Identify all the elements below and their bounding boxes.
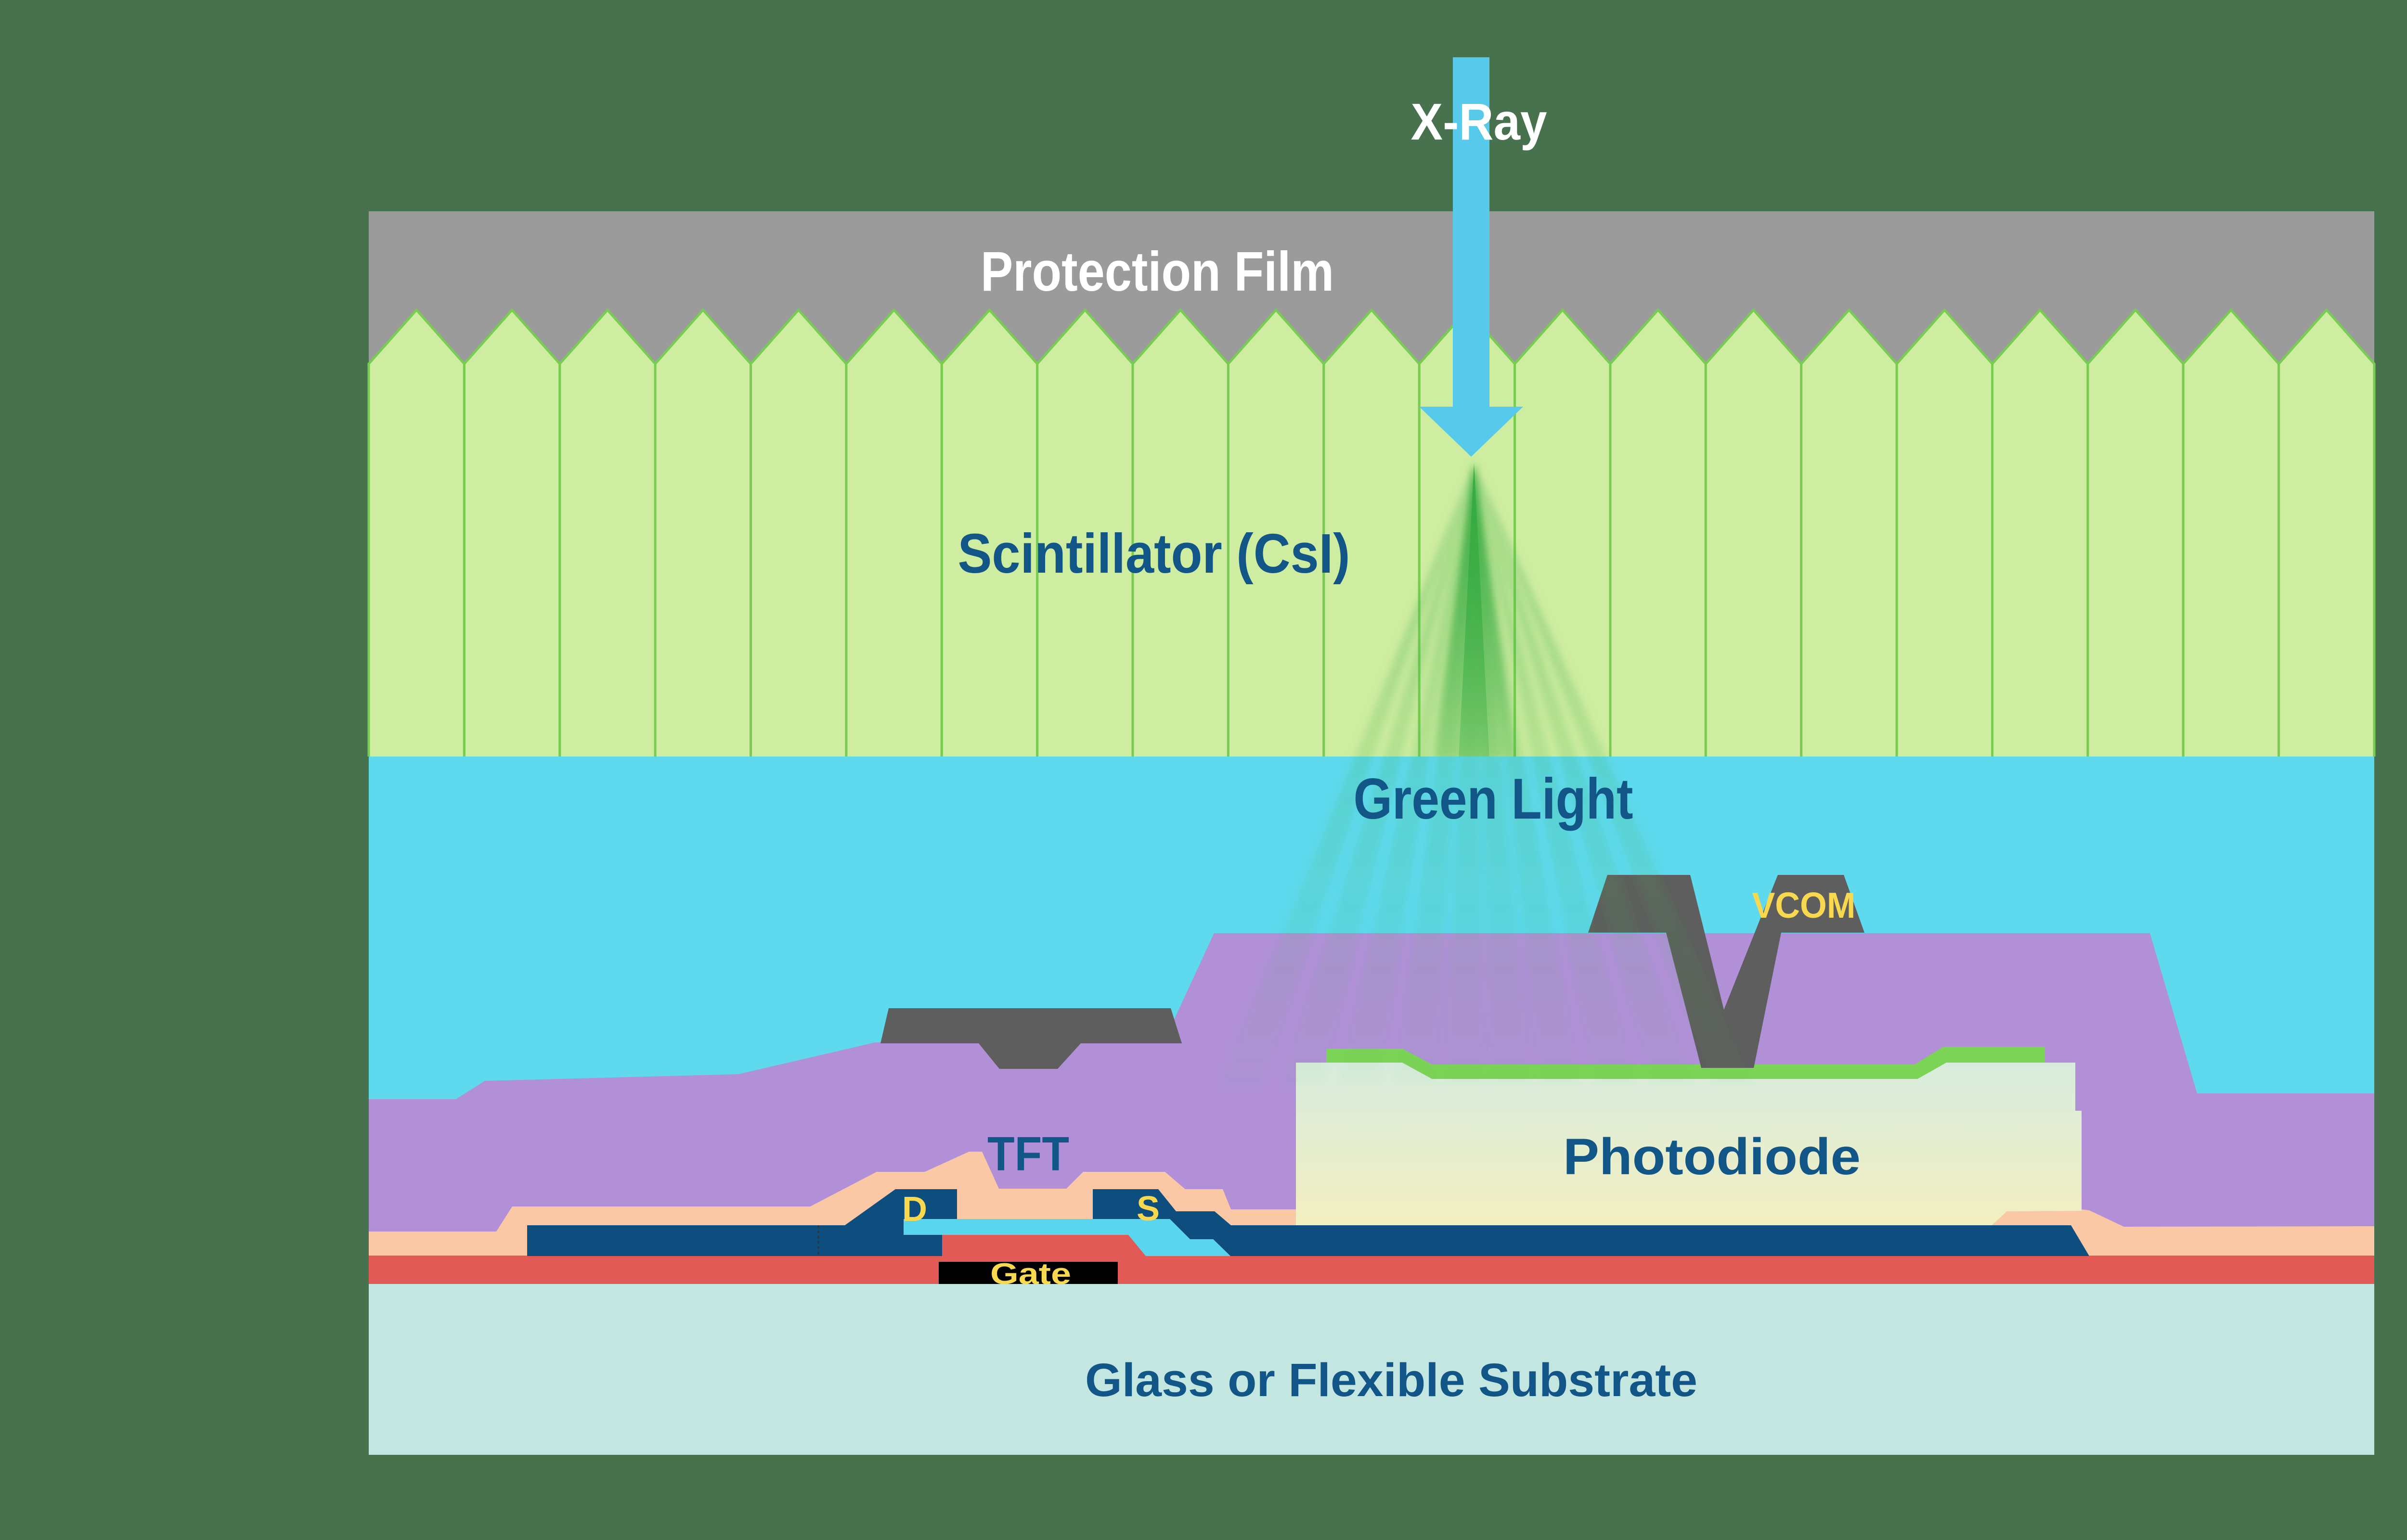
svg-text:D: D [902,1190,927,1229]
svg-text:Gate: Gate [990,1258,1071,1291]
svg-text:S: S [1137,1190,1160,1228]
svg-text:TFT: TFT [987,1127,1069,1181]
svg-text:Green Light: Green Light [1354,767,1633,831]
svg-text:Photodiode: Photodiode [1563,1128,1861,1185]
svg-text:X-Ray: X-Ray [1411,92,1547,151]
svg-text:VCOM: VCOM [1752,885,1856,925]
svg-text:Glass or Flexible Substrate: Glass or Flexible Substrate [1085,1354,1697,1406]
svg-text:Scintillator (CsI): Scintillator (CsI) [958,522,1350,585]
svg-text:Protection Film: Protection Film [981,240,1334,303]
